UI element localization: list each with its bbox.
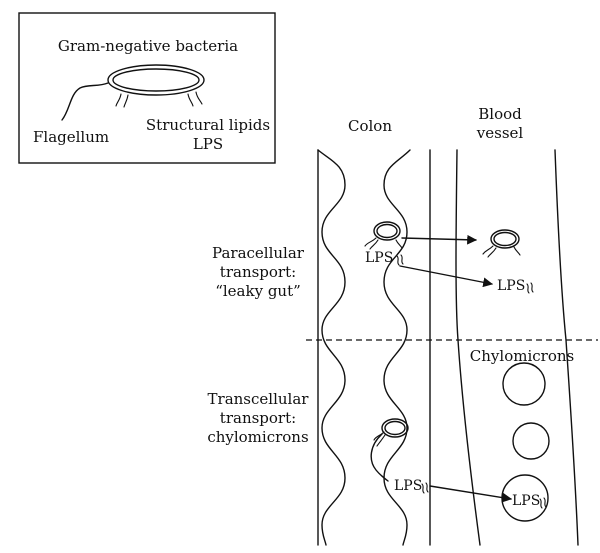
paracellular-label-line1: Paracellular [212,244,305,262]
lps-squiggle-icon [526,282,534,294]
transcellular-label-line1: Transcellular [208,390,310,408]
arrow-lps-to-blood [399,265,493,288]
bacterium-icon [61,64,205,121]
paracellular-label-line2: transport: [220,263,296,281]
blood-vessel-label-line2: vessel [476,124,524,142]
transcellular-label-line2: transport: [220,409,296,427]
legend-box: Gram-negative bacteria Flagellum Structu… [18,12,276,164]
bacterium-in-colon-icon [364,221,403,250]
lps-label-blood-para: LPS [497,278,525,294]
lps-label-colon-para: LPS [365,250,393,266]
transcellular-label-line3: chylomicrons [207,428,308,446]
chylomicron-1 [502,362,546,406]
legend-flagellum-label: Flagellum [33,128,109,146]
arrow-bacterium-to-blood [401,234,477,245]
legend-frame [18,12,276,164]
bacterium-transcellular-icon [370,418,409,482]
bacterium-in-blood-icon [482,229,521,258]
colon-walls [317,149,431,546]
blood-vessel-label-line1: Blood [478,105,522,123]
paracellular-label-line3: “leaky gut” [215,282,301,300]
lps-squiggle-icon [421,482,429,494]
lps-squiggle-icon [396,254,404,266]
lps-label-colon-trans: LPS [394,478,422,494]
lps-label-chylomicron: LPS [512,493,540,509]
chylomicron-2 [512,422,550,460]
arrow-lps-to-chylomicron [429,485,512,503]
legend-lps-label: LPS [193,135,223,153]
lps-squiggle-icon [539,497,547,509]
legend-title: Gram-negative bacteria [58,37,238,55]
colon-label: Colon [348,117,392,135]
chylomicrons-label: Chylomicrons [470,347,574,365]
legend-lipids-label: Structural lipids [146,116,270,134]
